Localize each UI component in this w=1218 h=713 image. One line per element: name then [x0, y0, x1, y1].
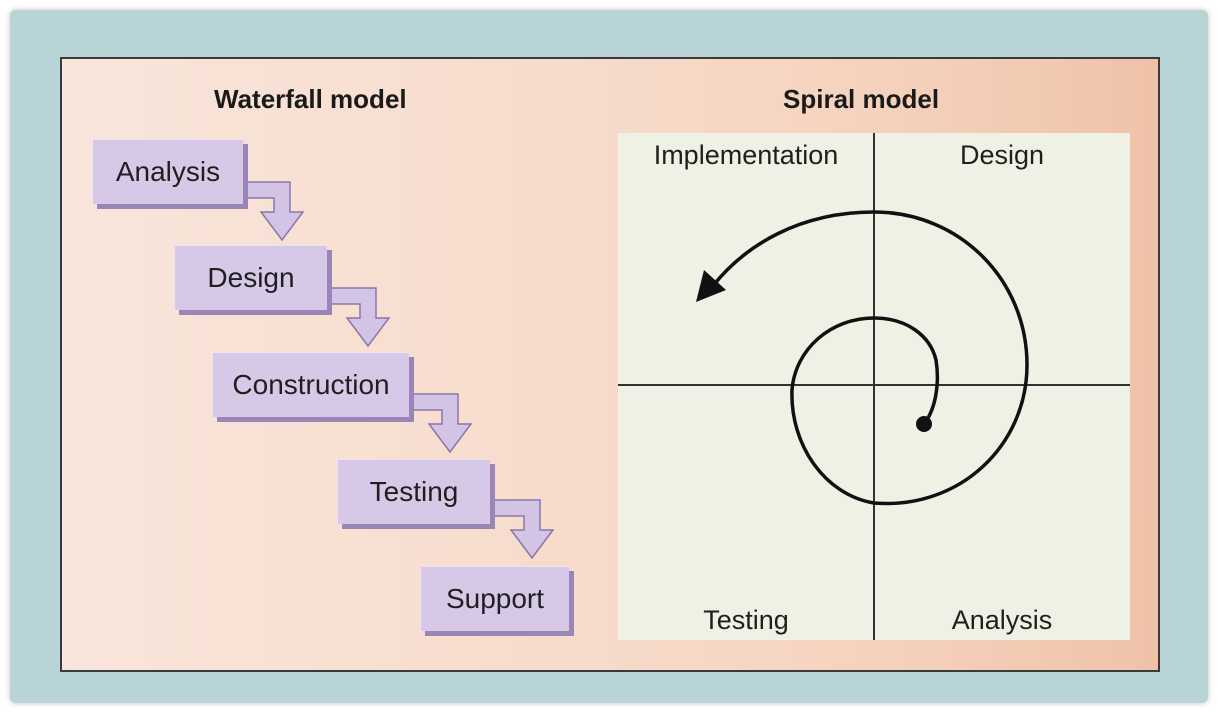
arrow-testing-to-support	[487, 499, 555, 560]
quadrant-label-analysis: Analysis	[951, 605, 1053, 635]
waterfall-step-construction: Construction	[212, 352, 409, 417]
waterfall-step-analysis: Analysis	[92, 139, 243, 204]
waterfall-step-testing: Testing	[337, 459, 490, 524]
spiral-arrowhead	[696, 270, 726, 302]
quadrant-label-testing: Testing	[703, 605, 789, 635]
waterfall-step-support: Support	[420, 566, 569, 631]
quadrant-label-design: Design	[959, 140, 1045, 170]
arrow-design-to-construction	[323, 287, 391, 348]
waterfall-step-design: Design	[174, 245, 327, 310]
spiral-title: Spiral model	[783, 84, 940, 114]
spiral-curve	[710, 210, 1029, 506]
arrow-construction-to-testing	[405, 393, 473, 454]
spiral-start-dot	[916, 416, 932, 432]
arrow-analysis-to-design	[239, 181, 305, 242]
quadrant-label-implementation: Implementation	[653, 140, 839, 170]
waterfall-title: Waterfall model	[214, 84, 407, 114]
